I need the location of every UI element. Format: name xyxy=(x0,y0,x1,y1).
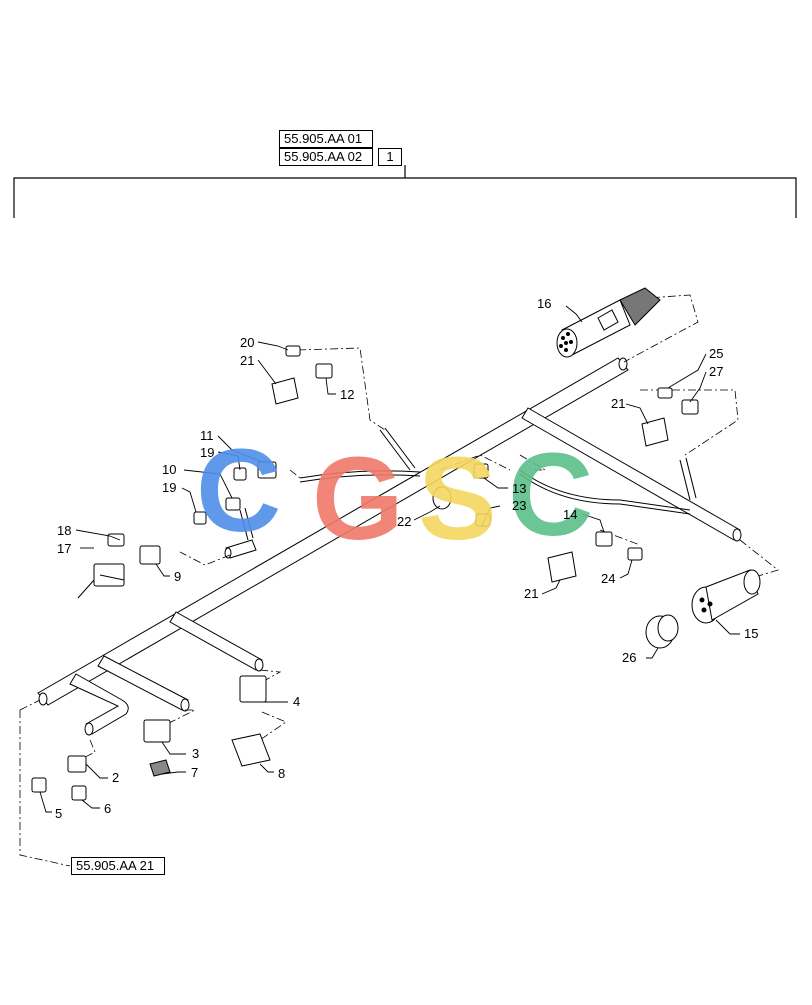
callout-19-upper: 19 xyxy=(200,445,215,460)
callout-23: 23 xyxy=(512,498,527,513)
callout-10: 10 xyxy=(162,462,177,477)
callout-4: 4 xyxy=(293,694,301,709)
harness-wires xyxy=(239,427,697,541)
quantity-box: 1 xyxy=(378,148,402,166)
callout-21-lower: 21 xyxy=(524,586,539,601)
reference-box-top-1[interactable]: 55.905.AA 01 xyxy=(279,130,373,148)
callout-6: 6 xyxy=(104,801,112,816)
callout-22: 22 xyxy=(397,514,412,529)
callout-9: 9 xyxy=(174,569,182,584)
callout-2: 2 xyxy=(112,770,120,785)
harness-trunk xyxy=(37,357,742,736)
callout-18: 18 xyxy=(57,523,72,538)
callout-13: 13 xyxy=(512,481,527,496)
callout-leaders xyxy=(39,305,740,813)
callout-14: 14 xyxy=(563,507,578,522)
callout-3: 3 xyxy=(192,746,200,761)
callout-11: 11 xyxy=(200,428,214,443)
component-15-round-connector xyxy=(691,569,761,624)
callout-12: 12 xyxy=(340,387,355,402)
reference-box-top-2[interactable]: 55.905.AA 02 xyxy=(279,148,373,166)
callout-21-top: 21 xyxy=(240,353,255,368)
reference-box-bottom[interactable]: 55.905.AA 21 xyxy=(71,857,165,875)
callout-7: 7 xyxy=(191,765,199,780)
callout-27: 27 xyxy=(709,364,724,379)
callout-26: 26 xyxy=(622,650,637,665)
leader-lines xyxy=(19,294,779,867)
callout-5: 5 xyxy=(55,806,63,821)
callout-17: 17 xyxy=(57,541,72,556)
callout-15: 15 xyxy=(744,626,759,641)
callout-16: 16 xyxy=(537,296,552,311)
assembly-bracket xyxy=(13,165,797,218)
watermark-letter-g: G xyxy=(312,433,404,565)
component-26-cap xyxy=(645,614,679,649)
callout-21-right: 21 xyxy=(611,396,626,411)
watermark-letter-s: S xyxy=(418,433,497,565)
watermark-letter-c1: C xyxy=(196,425,282,557)
component-16-trailer-socket xyxy=(556,287,661,358)
watermark-letter-c2: C xyxy=(508,429,594,561)
callout-25: 25 xyxy=(709,346,724,361)
callout-8: 8 xyxy=(278,766,286,781)
callout-19-lower: 19 xyxy=(162,480,177,495)
callout-20: 20 xyxy=(240,335,255,350)
small-connectors xyxy=(31,345,699,801)
callout-24: 24 xyxy=(601,571,616,586)
